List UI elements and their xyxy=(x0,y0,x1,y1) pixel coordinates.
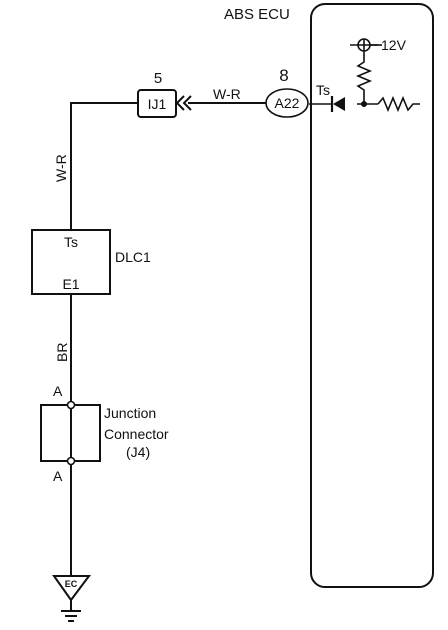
junction-label-line1: Junction xyxy=(104,405,156,421)
dlc1-e1-pin: E1 xyxy=(62,276,79,292)
dlc1-box xyxy=(31,229,111,295)
ground-symbol xyxy=(52,575,91,602)
supply-voltage-label: 12V xyxy=(381,37,407,53)
ij1-pin-number: 5 xyxy=(154,70,162,87)
series-resistor xyxy=(377,95,420,113)
junction-label-line2: Connector xyxy=(104,426,169,442)
junction-pin-bottom: A xyxy=(53,468,63,484)
abs-ecu-box xyxy=(310,3,434,588)
a22-pin-number: 8 xyxy=(279,66,288,85)
junction-terminal-bottom xyxy=(66,456,76,466)
diode-symbol xyxy=(309,96,345,112)
junction-label-line3: (J4) xyxy=(126,444,150,460)
a22-label: A22 xyxy=(275,95,300,111)
top-wire-color-label: W-R xyxy=(213,86,241,102)
dlc1-ts-pin: Ts xyxy=(64,234,78,250)
ts-terminal-label: Ts xyxy=(316,82,330,98)
ecu-title: ABS ECU xyxy=(224,6,290,23)
vertical-wire-color-label: W-R xyxy=(53,154,69,182)
junction-pin-top: A xyxy=(53,383,63,399)
lower-wire-color-label: BR xyxy=(54,343,70,362)
ground-label: EC xyxy=(65,579,78,589)
connector-chevron xyxy=(182,95,192,111)
junction-terminal-top xyxy=(66,400,76,410)
pullup-resistor xyxy=(355,51,373,104)
ij1-label: IJ1 xyxy=(148,96,167,112)
dlc1-label: DLC1 xyxy=(115,249,151,265)
